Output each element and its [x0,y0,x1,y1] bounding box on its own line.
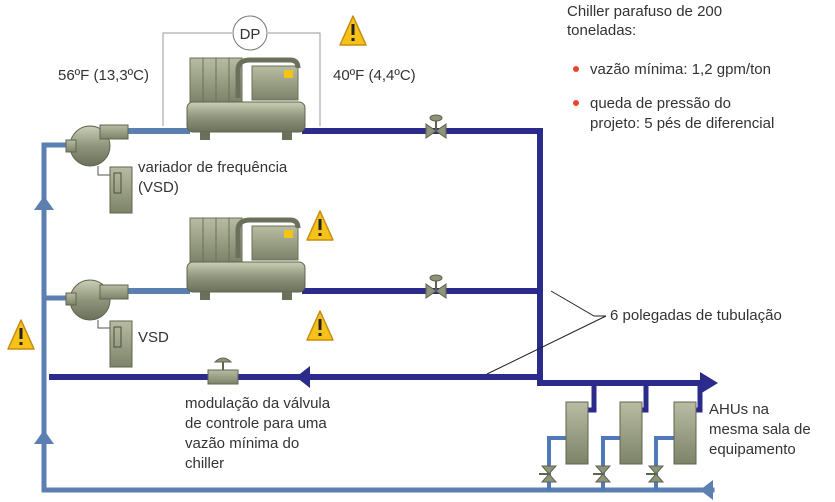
pump-icon [65,279,129,329]
note-bullet-1: vazão mínima: 1,2 gpm/ton [590,61,771,78]
return-loop-pipe [41,142,715,493]
note-bullet-2-line2: projeto: 5 pés de diferencial [590,115,775,132]
valve-icon [425,114,447,139]
warning-icon [7,319,35,350]
pipe-size-label: 6 polegadas de tubulação [610,307,782,324]
note-bullet-2-line1: queda de pressão do [590,95,731,112]
dp-sensor [232,15,268,51]
flow-arrow-icon [34,196,54,210]
flow-arrow-icon [34,430,54,444]
dp-sensor-label: DP [240,26,261,43]
chiller-icon [186,57,306,140]
notes-title-line1: Chiller parafuso de 200 [567,3,723,20]
inlet-temperature-label: 56ºF (13,3ºC) [58,67,149,84]
bullet-icon [573,100,579,106]
pump-discharge-pipes [128,128,190,294]
pipe-size-leader [486,290,607,375]
notes-title-line2: toneladas: [567,22,637,39]
pump-icon [65,124,129,176]
chiller-icon [186,217,306,300]
vsd-bottom-label: VSD [138,329,169,346]
bypass-label-line2: de controle para uma [185,415,327,432]
warning-icon [306,310,334,341]
vsd-top-label-line1: variador de frequência [138,159,288,176]
warning-icon [339,15,367,46]
flow-arrow-icon [296,366,310,388]
flow-arrow-icon [700,480,713,500]
bypass-label-line3: vazão mínima do [185,435,300,452]
dp-sensor-line [162,32,321,126]
vsd-panel-icon [109,166,133,214]
flow-arrow-icon [700,372,718,394]
vsd-panel-icon [109,320,133,368]
valve-icon [425,274,447,299]
outlet-temperature-label: 40ºF (4,4ºC) [333,67,416,84]
ahu-icon [565,401,697,465]
ahu-label-line2: mesma sala de [709,421,811,438]
bypass-control-valve-icon [207,357,239,385]
valve-icon [540,465,665,483]
ahu-label-line3: equipamento [709,441,796,458]
vsd-top-label-line2: (VSD) [138,179,179,196]
bullet-icon [573,66,579,72]
ahu-label-line1: AHUs na [709,401,770,418]
warning-icon [306,210,334,241]
bypass-label-line4: chiller [185,455,225,472]
bypass-label-line1: modulação da válvula [185,395,331,412]
